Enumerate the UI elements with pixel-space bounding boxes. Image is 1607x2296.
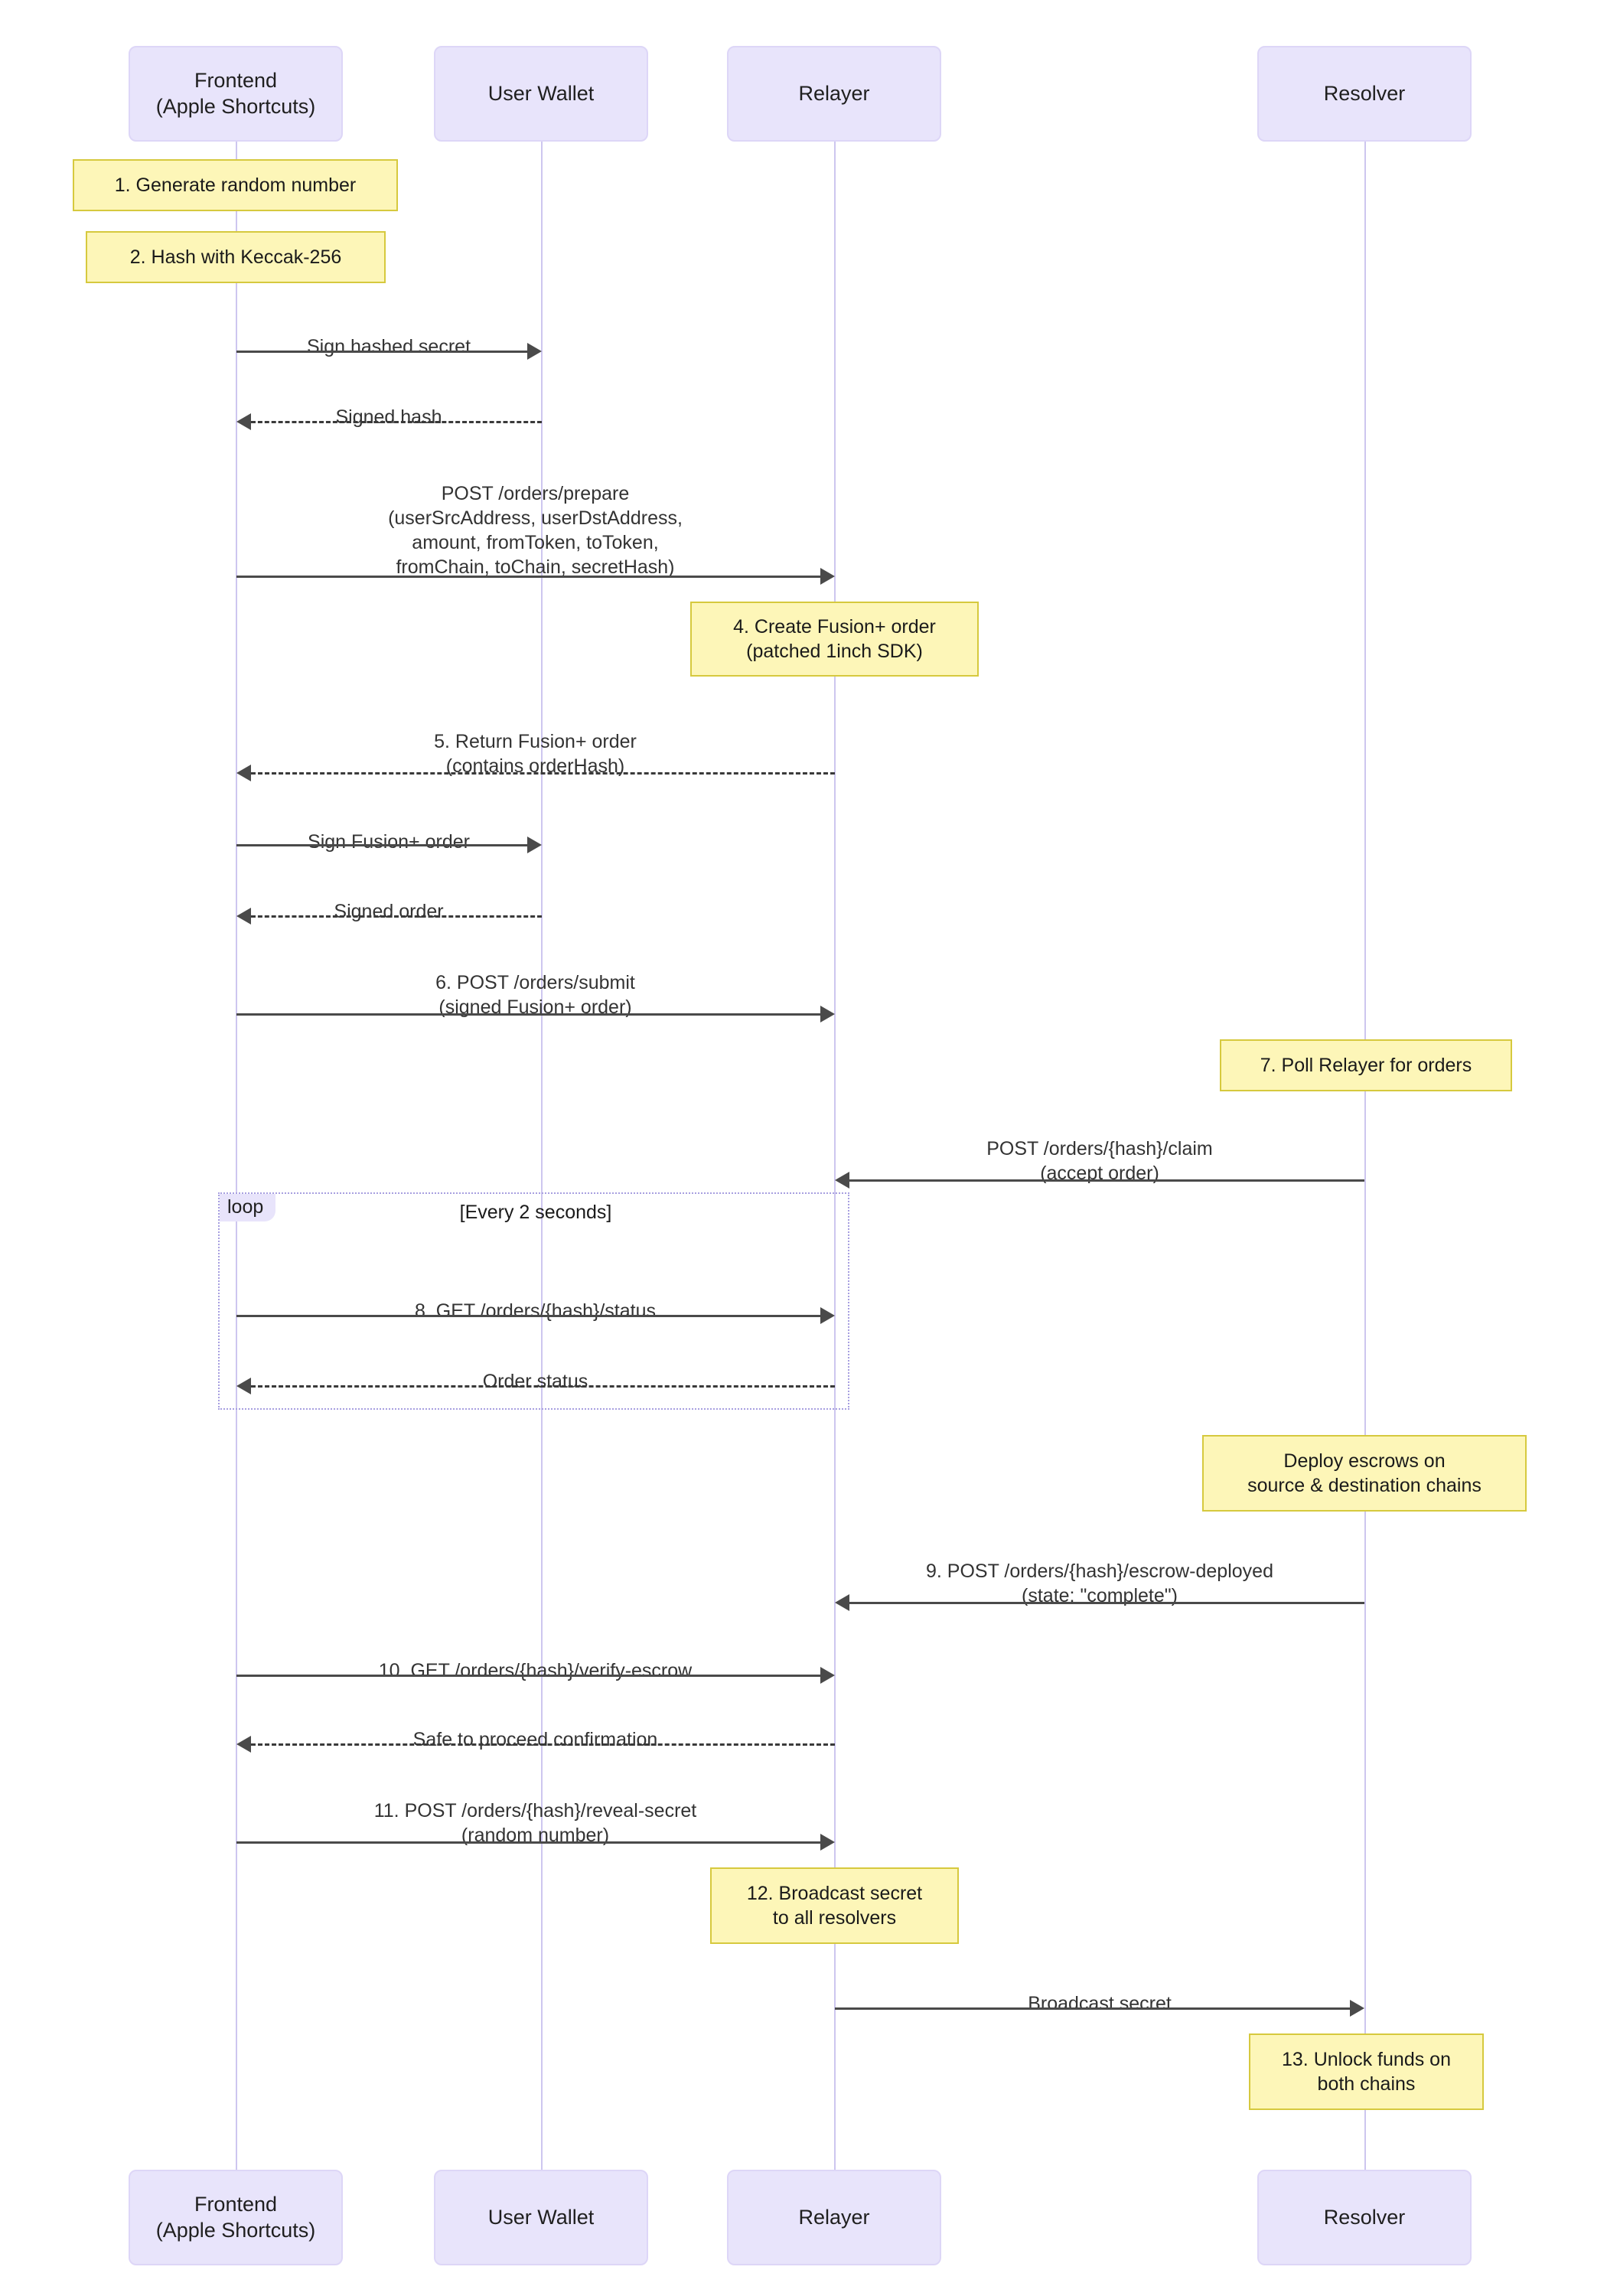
participant-label-resolver: Resolver bbox=[1323, 81, 1406, 105]
participant-resolver-top[interactable]: Resolver bbox=[1257, 46, 1472, 142]
message-text: POST /orders/{hash}/claim (accept order) bbox=[986, 1138, 1213, 1184]
message-text: Signed order bbox=[334, 901, 444, 922]
note-unlock-funds: 13. Unlock funds on both chains bbox=[1249, 2033, 1484, 2110]
arrowhead-left-icon bbox=[835, 1172, 849, 1189]
participant-label-resolver: Resolver bbox=[1323, 2205, 1406, 2229]
message-line-return-fusion-order bbox=[251, 772, 835, 775]
message-line-orders-submit bbox=[236, 1013, 820, 1016]
participant-relayer-top[interactable]: Relayer bbox=[727, 46, 941, 142]
message-label-reveal-secret: 11. POST /orders/{hash}/reveal-secret (r… bbox=[236, 1774, 834, 1848]
arrowhead-left-icon bbox=[236, 1378, 251, 1394]
lifeline-relayer bbox=[834, 142, 836, 2170]
arrowhead-left-icon bbox=[236, 413, 251, 430]
arrowhead-right-icon bbox=[820, 568, 835, 585]
message-text: POST /orders/prepare (userSrcAddress, us… bbox=[388, 483, 683, 578]
message-label-orders-submit: 6. POST /orders/submit (signed Fusion+ o… bbox=[236, 946, 834, 1019]
note-broadcast-secret-to-resolvers: 12. Broadcast secret to all resolvers bbox=[710, 1867, 959, 1944]
participant-frontend-bottom[interactable]: Frontend (Apple Shortcuts) bbox=[129, 2170, 343, 2265]
loop-tag: loop bbox=[220, 1194, 276, 1221]
message-text: 11. POST /orders/{hash}/reveal-secret (r… bbox=[373, 1800, 697, 1846]
message-text: Signed hash bbox=[335, 406, 442, 428]
participant-label-wallet: User Wallet bbox=[487, 81, 595, 105]
participant-label-relayer: Relayer bbox=[798, 81, 870, 105]
loop-fragment-poll-status bbox=[218, 1192, 849, 1410]
arrowhead-right-icon bbox=[820, 1667, 835, 1684]
arrowhead-right-icon bbox=[820, 1307, 835, 1324]
message-line-signed-order bbox=[251, 915, 542, 918]
arrowhead-right-icon bbox=[527, 343, 542, 360]
arrowhead-right-icon bbox=[527, 837, 542, 853]
message-text: 10. GET /orders/{hash}/verify-escrow bbox=[378, 1660, 693, 1681]
note-text: 1. Generate random number bbox=[114, 174, 357, 196]
lifeline-resolver bbox=[1364, 142, 1366, 2170]
message-text: Broadcast secret bbox=[1028, 1993, 1172, 2014]
message-line-safe-to-proceed bbox=[251, 1743, 835, 1746]
note-create-fusion-order: 4. Create Fusion+ order (patched 1inch S… bbox=[690, 602, 979, 677]
message-label-return-fusion-order: 5. Return Fusion+ order (contains orderH… bbox=[236, 705, 834, 778]
note-hash-keccak: 2. Hash with Keccak-256 bbox=[86, 231, 386, 283]
note-poll-relayer: 7. Poll Relayer for orders bbox=[1220, 1039, 1512, 1091]
message-line-orders-prepare bbox=[236, 576, 820, 578]
participant-wallet-bottom[interactable]: User Wallet bbox=[434, 2170, 648, 2265]
message-line-orders-claim bbox=[849, 1179, 1364, 1182]
arrowhead-right-icon bbox=[820, 1834, 835, 1851]
message-text: Safe to proceed confirmation bbox=[412, 1729, 658, 1750]
note-text: 12. Broadcast secret to all resolvers bbox=[746, 1882, 923, 1929]
message-text: 6. POST /orders/submit (signed Fusion+ o… bbox=[435, 972, 635, 1018]
message-line-escrow-deployed bbox=[849, 1602, 1364, 1604]
message-text: 9. POST /orders/{hash}/escrow-deployed (… bbox=[926, 1561, 1273, 1606]
participant-label-wallet: User Wallet bbox=[487, 2205, 595, 2229]
participant-label-relayer: Relayer bbox=[798, 2205, 870, 2229]
arrowhead-left-icon bbox=[835, 1594, 849, 1611]
lifeline-frontend bbox=[236, 142, 237, 2170]
message-line-reveal-secret bbox=[236, 1841, 820, 1844]
note-text: 2. Hash with Keccak-256 bbox=[129, 246, 342, 268]
message-text: Sign hashed secret bbox=[306, 336, 471, 357]
note-text: Deploy escrows on source & destination c… bbox=[1247, 1450, 1482, 1497]
arrowhead-left-icon bbox=[236, 765, 251, 781]
message-line-sign-fusion-order bbox=[236, 844, 527, 846]
participant-label-frontend: Frontend (Apple Shortcuts) bbox=[155, 2192, 316, 2242]
message-line-orders-status bbox=[236, 1315, 820, 1317]
participant-relayer-bottom[interactable]: Relayer bbox=[727, 2170, 941, 2265]
message-label-orders-claim: POST /orders/{hash}/claim (accept order) bbox=[835, 1112, 1364, 1186]
message-line-verify-escrow bbox=[236, 1675, 820, 1677]
participant-wallet-top[interactable]: User Wallet bbox=[434, 46, 648, 142]
message-line-signed-hash bbox=[251, 421, 542, 423]
message-label-escrow-deployed: 9. POST /orders/{hash}/escrow-deployed (… bbox=[835, 1534, 1364, 1608]
message-text: Sign Fusion+ order bbox=[308, 831, 470, 853]
participant-resolver-bottom[interactable]: Resolver bbox=[1257, 2170, 1472, 2265]
message-line-sign-hashed-secret bbox=[236, 351, 527, 353]
note-text: 7. Poll Relayer for orders bbox=[1260, 1054, 1472, 1076]
note-text: 4. Create Fusion+ order (patched 1inch S… bbox=[733, 615, 936, 663]
note-generate-random-number: 1. Generate random number bbox=[73, 159, 398, 211]
arrowhead-right-icon bbox=[1350, 2000, 1364, 2017]
lifeline-wallet bbox=[541, 142, 543, 2170]
loop-condition: [Every 2 seconds] bbox=[329, 1202, 742, 1224]
note-deploy-escrows: Deploy escrows on source & destination c… bbox=[1202, 1435, 1527, 1512]
message-label-sign-fusion-order: Sign Fusion+ order bbox=[236, 805, 542, 854]
participant-frontend-top[interactable]: Frontend (Apple Shortcuts) bbox=[129, 46, 343, 142]
message-line-order-status-reply bbox=[251, 1385, 835, 1388]
arrowhead-right-icon bbox=[820, 1006, 835, 1022]
participant-label-frontend: Frontend (Apple Shortcuts) bbox=[155, 68, 316, 118]
message-label-orders-prepare: POST /orders/prepare (userSrcAddress, us… bbox=[236, 457, 834, 579]
message-line-broadcast-secret bbox=[835, 2007, 1350, 2010]
loop-tag-label: loop bbox=[227, 1196, 264, 1218]
loop-condition-label: [Every 2 seconds] bbox=[459, 1202, 612, 1223]
note-text: 13. Unlock funds on both chains bbox=[1282, 2048, 1451, 2095]
message-text: 5. Return Fusion+ order (contains orderH… bbox=[434, 731, 637, 777]
arrowhead-left-icon bbox=[236, 1736, 251, 1753]
arrowhead-left-icon bbox=[236, 908, 251, 925]
